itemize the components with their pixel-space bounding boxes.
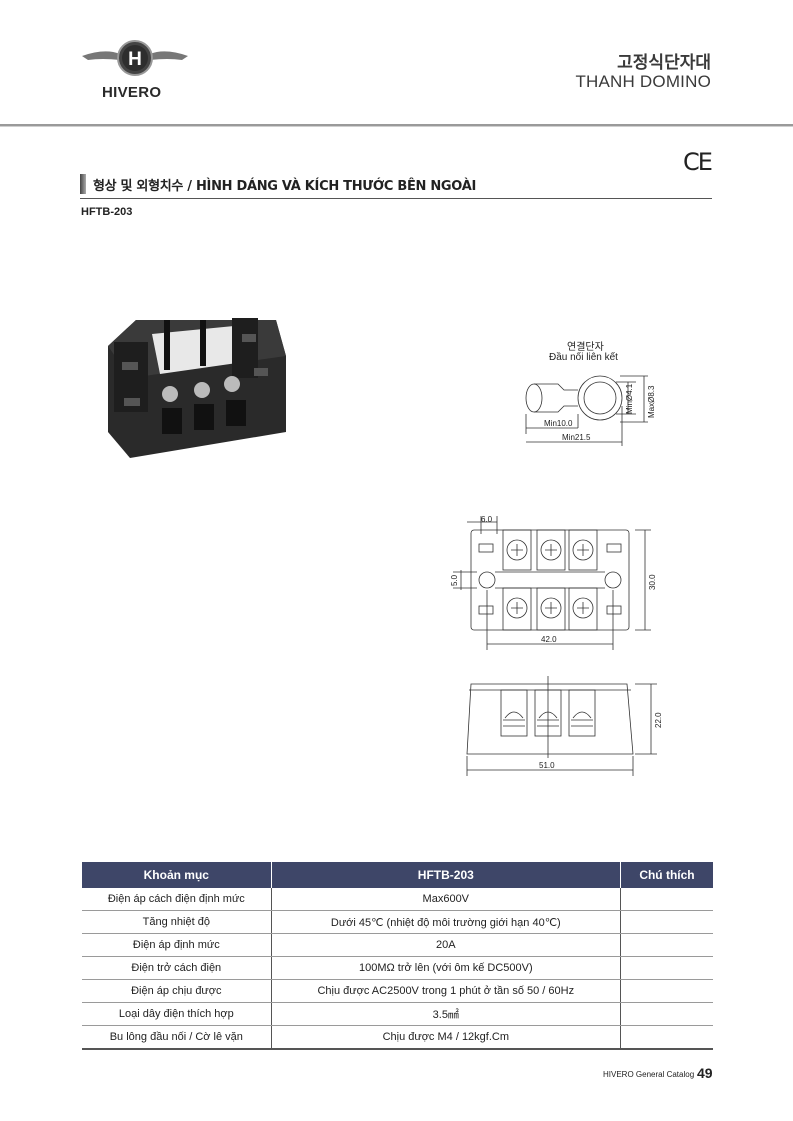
product-photo bbox=[104, 312, 290, 458]
hivero-logo: H HIVERO bbox=[80, 38, 190, 104]
spec-table: Khoản mục HFTB-203 Chú thích Điện áp các… bbox=[82, 862, 713, 1050]
row-note bbox=[620, 910, 713, 934]
ring-terminal-drawing: Min10.0 Min21.5 MinØ4.1 MaxØ8.3 bbox=[520, 366, 660, 452]
front-view-drawing: 22.0 51.0 bbox=[455, 672, 665, 777]
dim-total-length: Min21.5 bbox=[562, 433, 591, 442]
table-row: Điện trở cách điện 100MΩ trở lên (với ôm… bbox=[82, 956, 713, 980]
terminal-label-vietnamese: Đầu nối liên kết bbox=[549, 352, 618, 363]
row-value: Chịu được AC2500V trong 1 phút ở tần số … bbox=[271, 979, 621, 1003]
row-value: 3.5㎟ bbox=[271, 1002, 621, 1026]
header-model: HFTB-203 bbox=[271, 862, 621, 888]
table-row: Điện áp chịu được Chịu được AC2500V tron… bbox=[82, 979, 713, 1003]
row-value: Chịu được M4 / 12kgf.Cm bbox=[271, 1025, 621, 1050]
row-item: Điện áp định mức bbox=[82, 933, 272, 957]
dim-pitch: 6.0 bbox=[481, 515, 493, 524]
dim-height: 30.0 bbox=[648, 574, 657, 590]
model-label: HFTB-203 bbox=[81, 206, 133, 218]
section-divider bbox=[80, 198, 712, 199]
table-row: Bu lông đầu nối / Cờ lê vặn Chịu được M4… bbox=[82, 1025, 713, 1050]
page-title-vietnamese: THANH DOMINO bbox=[575, 72, 711, 91]
table-row: Điện áp cách điện định mức Max600V bbox=[82, 888, 713, 911]
dim-min-hole: MinØ4.1 bbox=[625, 383, 634, 414]
dim-mount-spacing: 42.0 bbox=[541, 635, 557, 644]
dim-max-ring: MaxØ8.3 bbox=[647, 385, 656, 418]
row-note bbox=[620, 979, 713, 1003]
dim-front-height: 22.0 bbox=[654, 712, 663, 728]
row-note bbox=[620, 888, 713, 911]
row-item: Tăng nhiệt độ bbox=[82, 910, 272, 934]
footer-catalog: HIVERO General Catalog bbox=[603, 1070, 695, 1079]
row-note bbox=[620, 933, 713, 957]
terminal-label-korean: 연결단자 bbox=[567, 342, 604, 353]
row-value: Max600V bbox=[271, 888, 621, 911]
table-row: Tăng nhiệt độ Dưới 45℃ (nhiệt độ môi trư… bbox=[82, 910, 713, 934]
row-item: Loại dây điện thích hợp bbox=[82, 1002, 272, 1026]
row-item: Điện trở cách điện bbox=[82, 956, 272, 980]
winged-h-emblem-icon: H bbox=[82, 40, 188, 76]
page-title-korean: 고정식단자대 bbox=[617, 53, 711, 72]
row-value: Dưới 45℃ (nhiệt độ môi trường giới hạn 4… bbox=[271, 910, 621, 934]
top-view-drawing: 6.0 5.0 30.0 42.0 bbox=[445, 510, 660, 660]
header-divider bbox=[0, 124, 793, 127]
dim-min-length: Min10.0 bbox=[544, 419, 573, 428]
table-row: Loại dây điện thích hợp 3.5㎟ bbox=[82, 1002, 713, 1026]
svg-text:H: H bbox=[128, 49, 142, 70]
dim-hole: 5.0 bbox=[450, 574, 459, 586]
dim-front-width: 51.0 bbox=[539, 761, 555, 770]
row-note bbox=[620, 1025, 713, 1050]
section-marker bbox=[80, 174, 86, 194]
row-value: 20A bbox=[271, 933, 621, 957]
table-header-row: Khoản mục HFTB-203 Chú thích bbox=[82, 862, 713, 888]
section-title: 형상 및 외형치수 / HÌNH DÁNG VÀ KÍCH THƯỚC BÊN … bbox=[93, 179, 477, 194]
row-note bbox=[620, 956, 713, 980]
row-item: Bu lông đầu nối / Cờ lê vặn bbox=[82, 1025, 272, 1050]
row-value: 100MΩ trở lên (với ôm kế DC500V) bbox=[271, 956, 621, 980]
brand-name: HIVERO bbox=[102, 84, 162, 101]
header-item: Khoản mục bbox=[82, 862, 272, 888]
header-note: Chú thích bbox=[620, 862, 713, 888]
row-note bbox=[620, 1002, 713, 1026]
row-item: Điện áp chịu được bbox=[82, 979, 272, 1003]
row-item: Điện áp cách điện định mức bbox=[82, 888, 272, 911]
ce-mark-icon: CE bbox=[683, 148, 713, 176]
page-number: 49 bbox=[697, 1065, 713, 1081]
table-row: Điện áp định mức 20A bbox=[82, 933, 713, 957]
